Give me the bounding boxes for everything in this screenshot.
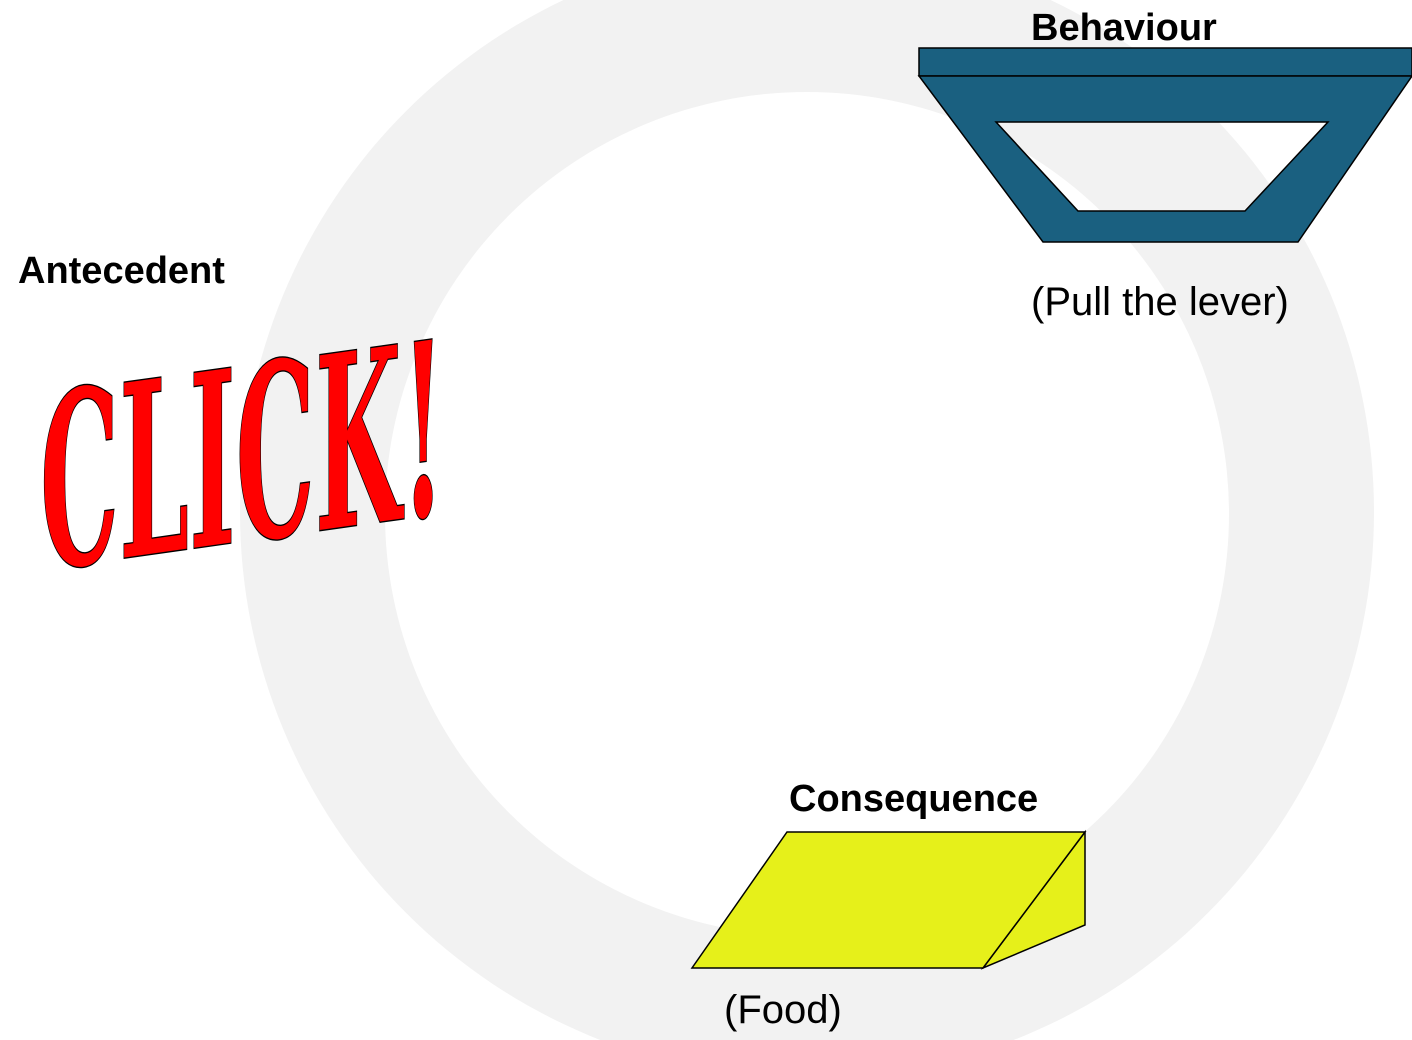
antecedent-title: Antecedent (18, 250, 225, 292)
consequence-caption: (Food) (724, 988, 842, 1032)
click-wordart-text: CLICK! (40, 300, 445, 590)
consequence-title: Consequence (789, 778, 1039, 820)
lever-body (917, 75, 1412, 243)
lever-top-bar (918, 47, 1412, 77)
click-wordart: CLICK! (40, 300, 446, 590)
food-top-face (690, 831, 1087, 969)
behaviour-caption: (Pull the lever) (1031, 280, 1289, 324)
behaviour-title: Behaviour (1031, 7, 1217, 49)
